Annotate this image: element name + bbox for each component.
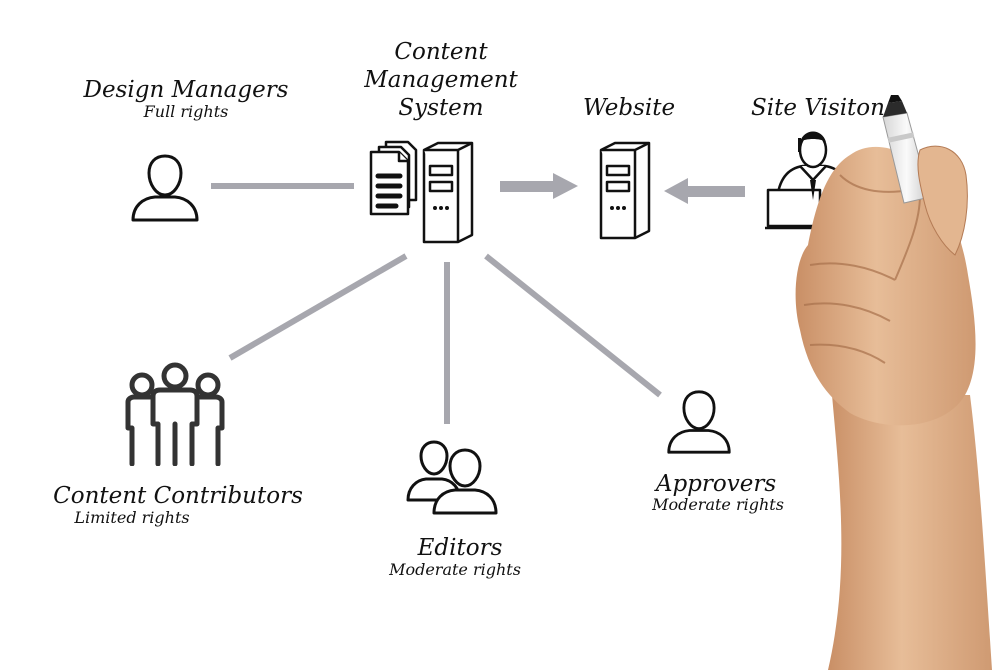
website-title: Website (582, 95, 676, 121)
cms-title-line-1: Content (394, 39, 488, 65)
design-managers-subtitle: Full rights (143, 102, 229, 121)
server-with-documents-icon (369, 140, 474, 244)
person-icon (131, 154, 199, 222)
hand-holding-marker (795, 95, 992, 670)
connector-content-contributors (228, 253, 408, 361)
person-icon-approvers (667, 390, 731, 454)
design-managers-title: Design Managers (83, 77, 289, 103)
editors-title: Editors (417, 535, 503, 561)
server-icon (599, 141, 651, 240)
approvers-title: Approvers (655, 471, 777, 497)
site-visitor-title: Site Visiton (751, 95, 885, 121)
cms-title-line-2: Management (364, 67, 518, 93)
connector-approvers (484, 253, 662, 398)
two-persons-icon (406, 440, 498, 515)
editors-subtitle: Moderate rights (389, 560, 521, 579)
content-contributors-title: Content Contributors (53, 483, 303, 509)
cms-title-line-3: System (398, 95, 484, 121)
group-icon (125, 362, 225, 466)
arrow-cms-to-website (500, 173, 578, 199)
arrow-visitor-to-website (664, 178, 745, 204)
marker-pen (882, 95, 931, 204)
approvers-subtitle: Moderate rights (652, 495, 784, 514)
content-contributors-subtitle: Limited rights (74, 508, 190, 527)
